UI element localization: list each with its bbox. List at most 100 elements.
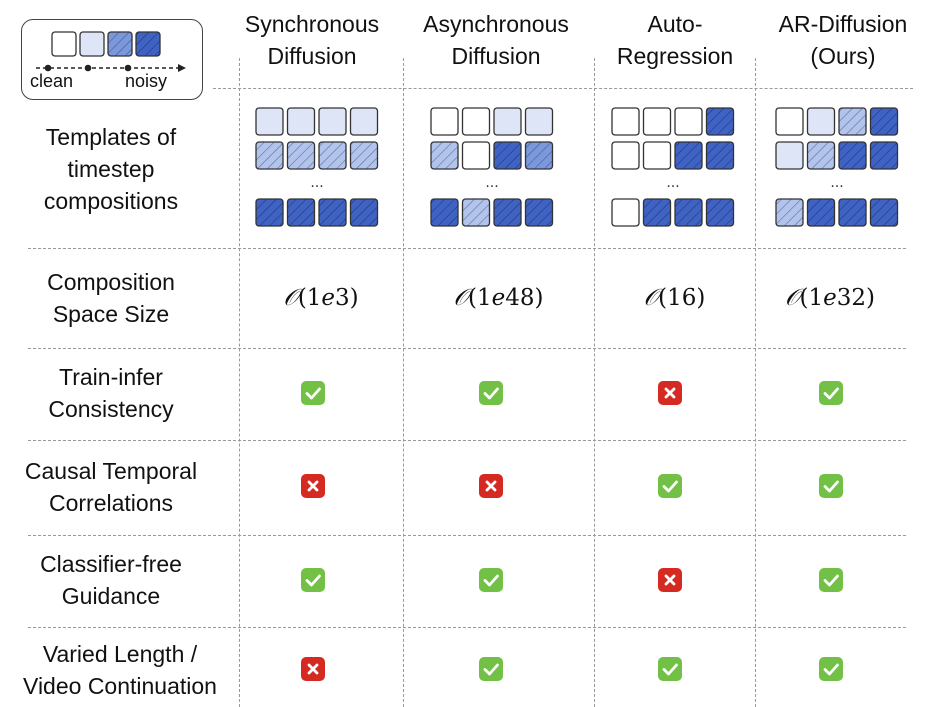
row-divider [28,440,906,441]
template-square [838,141,867,170]
arrow-right-icon [178,64,186,72]
template-square [674,198,703,227]
template-square [775,198,804,227]
cross-icon [301,657,325,681]
legend-noise-square [79,31,105,57]
check-icon [819,568,843,592]
template-square [461,107,491,136]
check-icon [479,381,503,405]
template-square [705,198,735,227]
cross-icon [658,568,682,592]
template-square [838,107,867,136]
legend-noise-square [135,31,161,57]
template-square [642,107,672,136]
template-square [349,107,379,136]
template-square [705,141,735,170]
row-label-templates: Templates of timestep compositions [43,124,179,214]
template-square [318,141,347,170]
template-square [255,198,284,227]
column-divider [755,58,756,707]
template-ellipsis: ... [830,175,843,191]
check-icon [819,657,843,681]
template-square [806,107,836,136]
column-divider [403,58,404,707]
template-square [430,107,459,136]
row-label-train-infer: Train-infer Consistency [48,364,174,422]
template-square [674,107,703,136]
template-square [349,198,379,227]
row-divider [28,535,906,536]
row-divider [28,627,906,628]
template-square [493,107,522,136]
cross-icon [658,381,682,405]
template-square [430,198,459,227]
template-square [524,198,554,227]
template-square [286,198,316,227]
check-icon [819,381,843,405]
legend-noise-square [107,31,133,57]
column-header-ar-diffusion: AR-Diffusion (Ours) [778,11,908,69]
template-square [611,141,640,170]
row-label-classifier-free: Classifier-free Guidance [40,551,182,609]
check-icon [479,568,503,592]
row-label-causal-temporal: Causal Temporal Correlations [24,458,198,516]
column-header-autoregression: Auto- Regression [616,11,734,69]
template-square [806,141,836,170]
cross-icon [479,474,503,498]
noise-legend: clean noisy [21,19,203,100]
row-label-composition-space: Composition Space Size [47,269,175,327]
template-square [806,198,836,227]
template-square [524,141,554,170]
legend-noisy-label: noisy [125,71,168,91]
template-square [775,107,804,136]
space-size-synchronous: 𝒪(1𝑒3) [283,285,359,311]
check-icon [301,381,325,405]
template-square [611,107,640,136]
template-square [611,198,640,227]
check-icon [658,474,682,498]
check-icon [658,657,682,681]
template-ellipsis: ... [666,175,679,191]
column-header-synchronous: Synchronous Diffusion [244,11,380,69]
template-square [838,198,867,227]
template-square [642,141,672,170]
template-square [493,198,522,227]
template-square [642,198,672,227]
template-square [286,141,316,170]
legend-noise-square [51,31,77,57]
check-icon [479,657,503,681]
template-square [674,141,703,170]
template-square [461,141,491,170]
space-size-asynchronous: 𝒪(1𝑒48) [453,285,544,311]
column-divider [594,58,595,707]
template-square [524,107,554,136]
cross-icon [301,474,325,498]
template-square [255,141,284,170]
template-square [255,107,284,136]
column-divider [239,58,240,707]
template-square [286,107,316,136]
template-square [869,141,899,170]
template-square [869,198,899,227]
check-icon [301,568,325,592]
legend-graphic [36,31,186,72]
template-square [775,141,804,170]
row-divider [28,348,906,349]
row-divider [213,88,913,89]
space-size-ar-diffusion: 𝒪(1𝑒32) [785,285,875,311]
row-divider [28,248,906,249]
row-label-varied-length: Varied Length / Video Continuation [23,641,217,699]
check-icon [819,474,843,498]
template-square [869,107,899,136]
legend-clean-label: clean [30,71,74,91]
template-square [430,141,459,170]
template-ellipsis: ... [485,175,498,191]
template-ellipsis: ... [310,175,323,191]
template-square [705,107,735,136]
template-square [318,107,347,136]
timestep-templates: ............ [255,107,899,227]
column-header-asynchronous: Asynchronous Diffusion [423,11,569,69]
template-square [349,141,379,170]
space-size-autoregression: 𝒪(16) [643,285,706,311]
template-square [493,141,522,170]
